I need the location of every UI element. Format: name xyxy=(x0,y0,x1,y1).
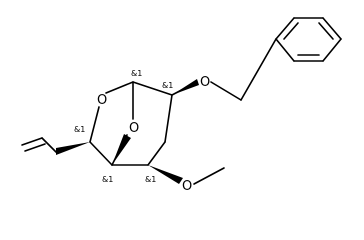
stereo-label-bridgehead: &1 xyxy=(102,175,113,184)
bond-ch2-to-o xyxy=(210,81,242,101)
bond-ome-ch3 xyxy=(193,167,225,185)
structure-canvas: O O O O &1 &1 &1 &1 &1 xyxy=(21,17,342,194)
wedge-c4-ome xyxy=(148,165,183,184)
molecule-structure: O O O O &1 &1 &1 &1 &1 xyxy=(21,17,342,194)
bond-vinyl-double-a xyxy=(21,137,43,146)
bond-vinyl-double-b xyxy=(24,143,46,152)
bond-ring-o-c1 xyxy=(105,81,134,94)
bond-benzene-4 xyxy=(322,38,342,62)
bond-c6-ring-o xyxy=(89,106,100,143)
stereo-label-methoxy-carbon: &1 xyxy=(145,175,156,184)
stereo-label-anomeric: &1 xyxy=(131,69,142,78)
bond-c1-c2 xyxy=(132,81,173,96)
bridge-oxygen-label: O xyxy=(129,121,139,136)
bond-c2-c3 xyxy=(164,94,173,143)
bond-benzene-6 xyxy=(275,38,295,62)
wedge-c5-bridge xyxy=(112,134,131,165)
bond-c5-c6 xyxy=(89,141,113,166)
stereo-label-vinyl-carbon: &1 xyxy=(74,125,85,134)
bond-benzene-3 xyxy=(322,17,342,40)
bond-vinyl-single xyxy=(41,137,57,153)
benzyloxy-oxygen-label: O xyxy=(200,75,210,90)
ring-oxygen-label: O xyxy=(97,93,107,108)
benzene-ring xyxy=(275,17,342,62)
bond-c3-c4 xyxy=(147,141,166,166)
methoxy-oxygen-label: O xyxy=(182,179,192,194)
wedge-c2-o xyxy=(172,79,199,95)
stereo-label-benzyloxy-carbon: &1 xyxy=(162,81,173,90)
bond-benzene-1 xyxy=(275,17,295,40)
bond-benzene-inner-2 xyxy=(318,22,334,40)
bond-benzene-inner-1 xyxy=(283,22,299,40)
bond-ring-to-ch2 xyxy=(240,38,277,101)
wedge-c6-vinyl xyxy=(56,142,90,155)
